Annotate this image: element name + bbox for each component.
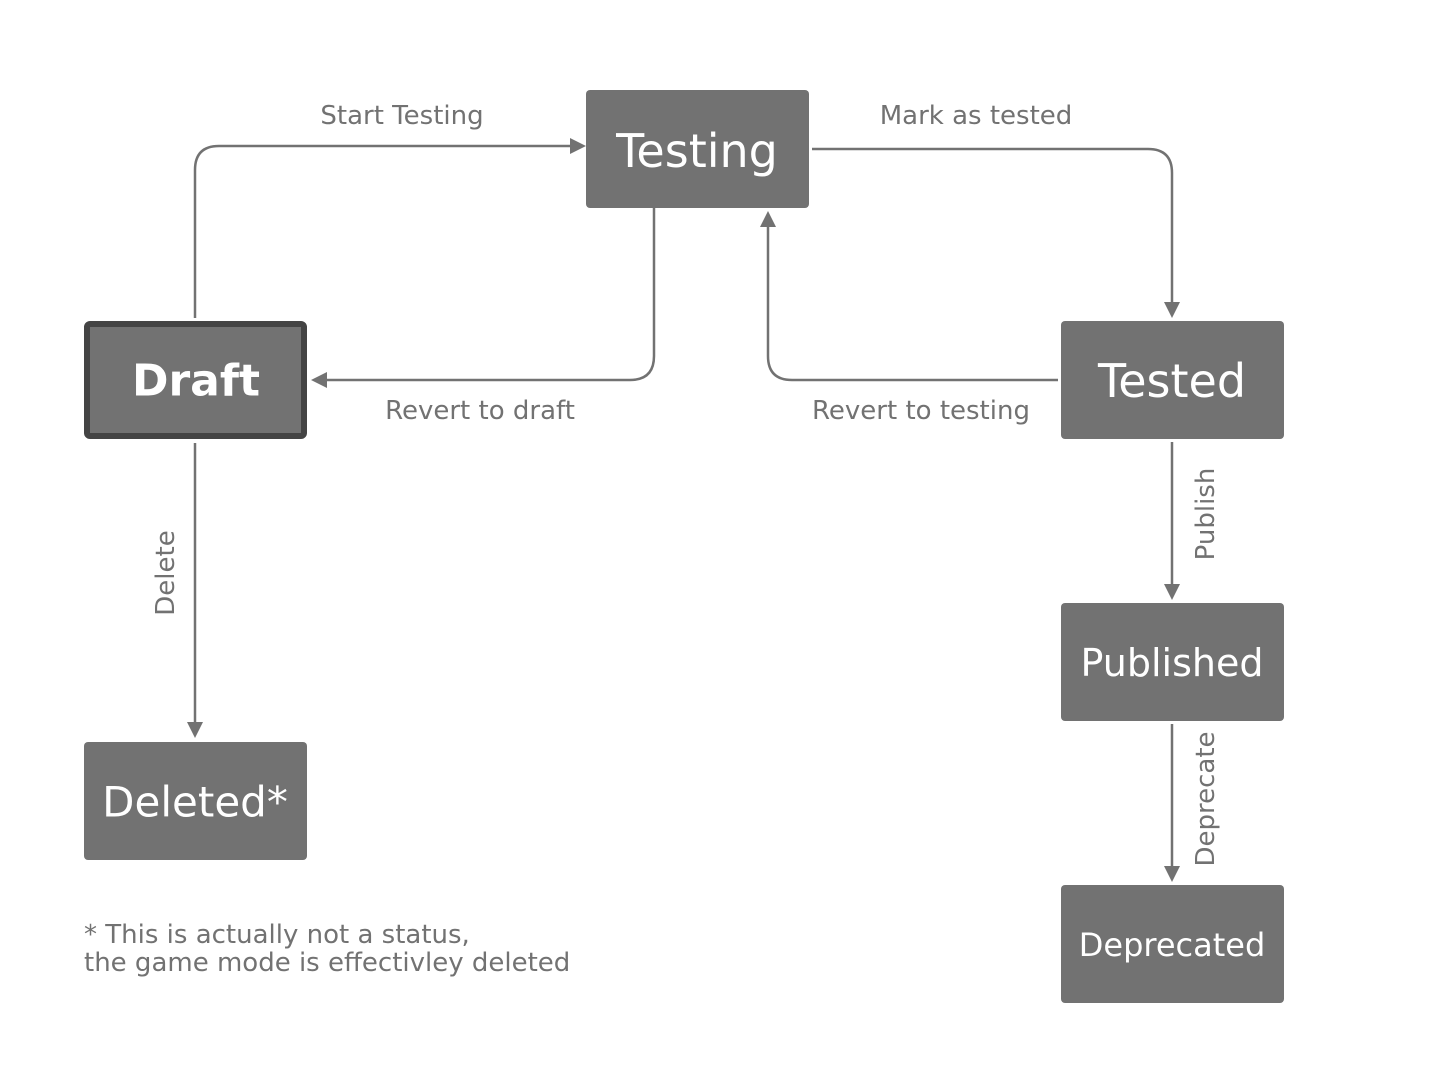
edge-label-deprecate: Deprecate <box>1191 731 1221 866</box>
node-deleted-label: Deleted* <box>102 778 288 827</box>
node-draft-label: Draft <box>132 356 260 407</box>
node-testing-label: Testing <box>615 124 778 178</box>
edge-revert-to-draft <box>326 208 656 382</box>
arrowhead-deprecate <box>1164 866 1180 882</box>
node-tested: Tested <box>1061 321 1284 439</box>
footnote-line-1: * This is actually not a status, <box>84 920 470 950</box>
edge-label-start-testing: Start Testing <box>320 101 483 131</box>
arrowhead-publish <box>1164 584 1180 600</box>
footnote-line-2: the game mode is effectivley deleted <box>84 948 570 978</box>
arrowhead-revert-to-draft <box>311 372 327 388</box>
edge-label-delete: Delete <box>151 530 181 615</box>
node-deprecated: Deprecated <box>1061 885 1284 1003</box>
node-deleted: Deleted* <box>84 742 307 860</box>
edge-mark-as-tested <box>812 147 1174 304</box>
arrowhead-start-testing <box>570 138 586 154</box>
node-published: Published <box>1061 603 1284 721</box>
edge-label-publish: Publish <box>1191 468 1221 561</box>
edge-revert-to-testing <box>766 226 1058 382</box>
edge-label-mark-as-tested: Mark as tested <box>880 101 1073 131</box>
node-tested-label: Tested <box>1097 354 1246 408</box>
arrowhead-mark-as-tested <box>1164 302 1180 318</box>
node-draft: Draft <box>84 321 307 439</box>
edge-label-revert-to-draft: Revert to draft <box>385 396 575 426</box>
node-deprecated-label: Deprecated <box>1079 926 1266 964</box>
arrowhead-delete <box>187 722 203 738</box>
node-published-label: Published <box>1081 641 1264 685</box>
node-testing: Testing <box>586 90 809 208</box>
edge-label-revert-to-testing: Revert to testing <box>812 396 1030 426</box>
arrowhead-revert-to-testing <box>760 211 776 227</box>
edge-start-testing <box>193 144 572 318</box>
